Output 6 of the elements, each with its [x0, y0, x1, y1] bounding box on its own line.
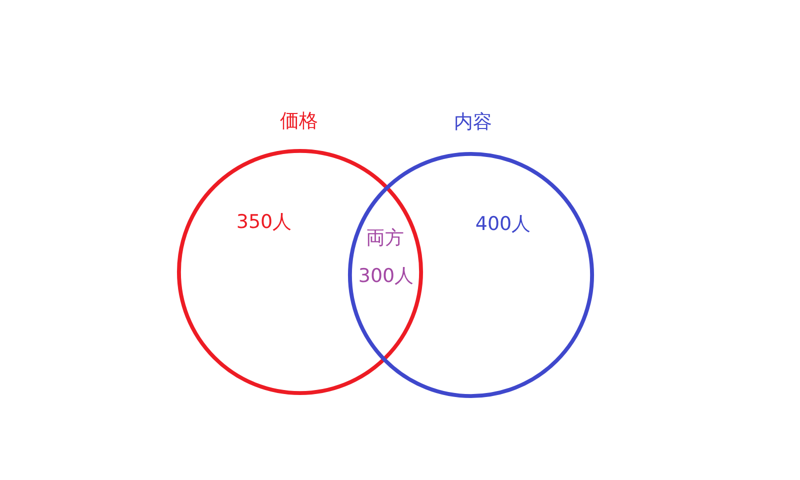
count-label: 300人: [358, 265, 414, 287]
count-label: 350人: [236, 211, 292, 233]
overlap-label: 両方: [366, 227, 404, 249]
set-label: 内容: [454, 111, 492, 133]
count-label: 400人: [475, 213, 531, 235]
set-label: 価格: [280, 110, 318, 132]
